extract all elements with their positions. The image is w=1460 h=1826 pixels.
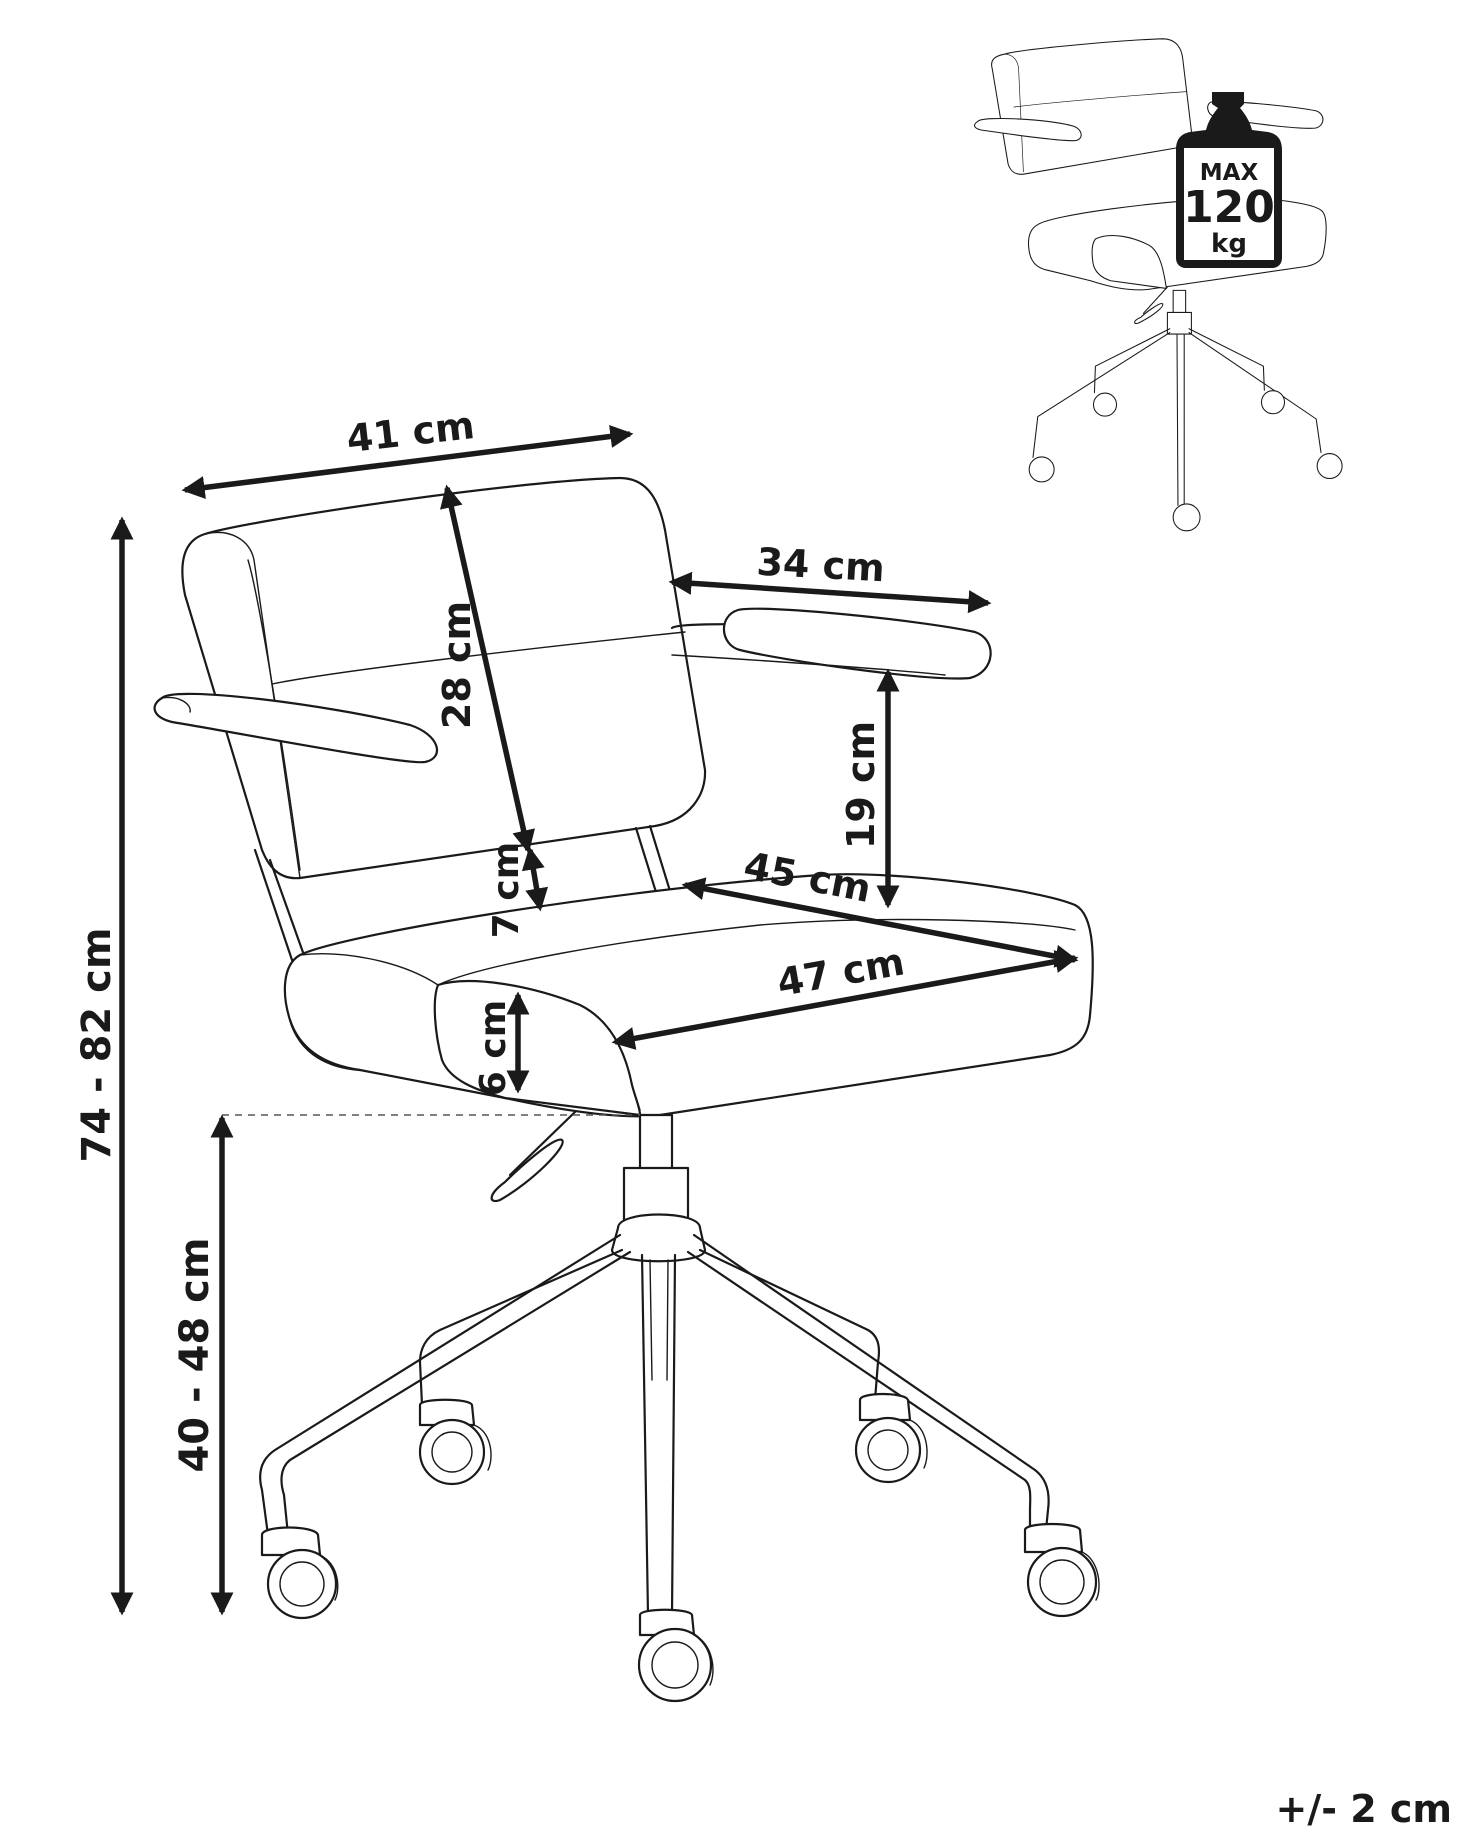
tolerance-note: +/- 2 cm: [1275, 1787, 1452, 1826]
weight-line-max: MAX: [1200, 160, 1259, 186]
right-armrest: [670, 607, 992, 680]
gas-cylinder: [610, 1113, 707, 1263]
label-total-height: 74 - 82 cm: [74, 927, 120, 1162]
caster-front-center: [637, 1608, 714, 1703]
caster-front-right: [1023, 1522, 1100, 1618]
main-chair-drawing: [153, 476, 1100, 1703]
left-armrest: [153, 692, 438, 764]
label-back-gap: 7 cm: [486, 842, 527, 938]
arrow-backrest-width: [181, 424, 634, 500]
casters: [260, 1392, 1100, 1703]
label-armrest-height: 19 cm: [839, 721, 883, 849]
weight-line-unit: kg: [1211, 229, 1247, 259]
label-backrest-width: 41 cm: [344, 403, 476, 461]
weight-line-value: 120: [1183, 182, 1275, 233]
weight-label-panel: [1184, 148, 1274, 260]
thumbnail-chair-drawing: [974, 38, 1343, 532]
max-weight-badge: MAX 120 kg: [1176, 92, 1282, 268]
arrow-seat-width: [611, 950, 1079, 1050]
caster-back-left: [418, 1398, 492, 1486]
label-armrest-depth: 34 cm: [755, 540, 885, 591]
star-base: [259, 1233, 1050, 1617]
arrow-seat-depth: [681, 877, 1079, 968]
caster-front-left: [260, 1526, 339, 1620]
label-seat-height: 40 - 48 cm: [172, 1237, 218, 1472]
label-seat-thickness: 6 cm: [473, 1000, 514, 1096]
caster-back-right: [854, 1392, 928, 1484]
arrow-armrest-depth: [668, 571, 992, 614]
seat: [283, 873, 1094, 1118]
label-backrest-height: 28 cm: [435, 601, 479, 729]
arrow-backrest-height: [440, 484, 535, 854]
height-lever: [490, 1110, 577, 1203]
dimension-arrows: [110, 424, 1079, 1616]
arrow-back-gap: [521, 846, 549, 912]
